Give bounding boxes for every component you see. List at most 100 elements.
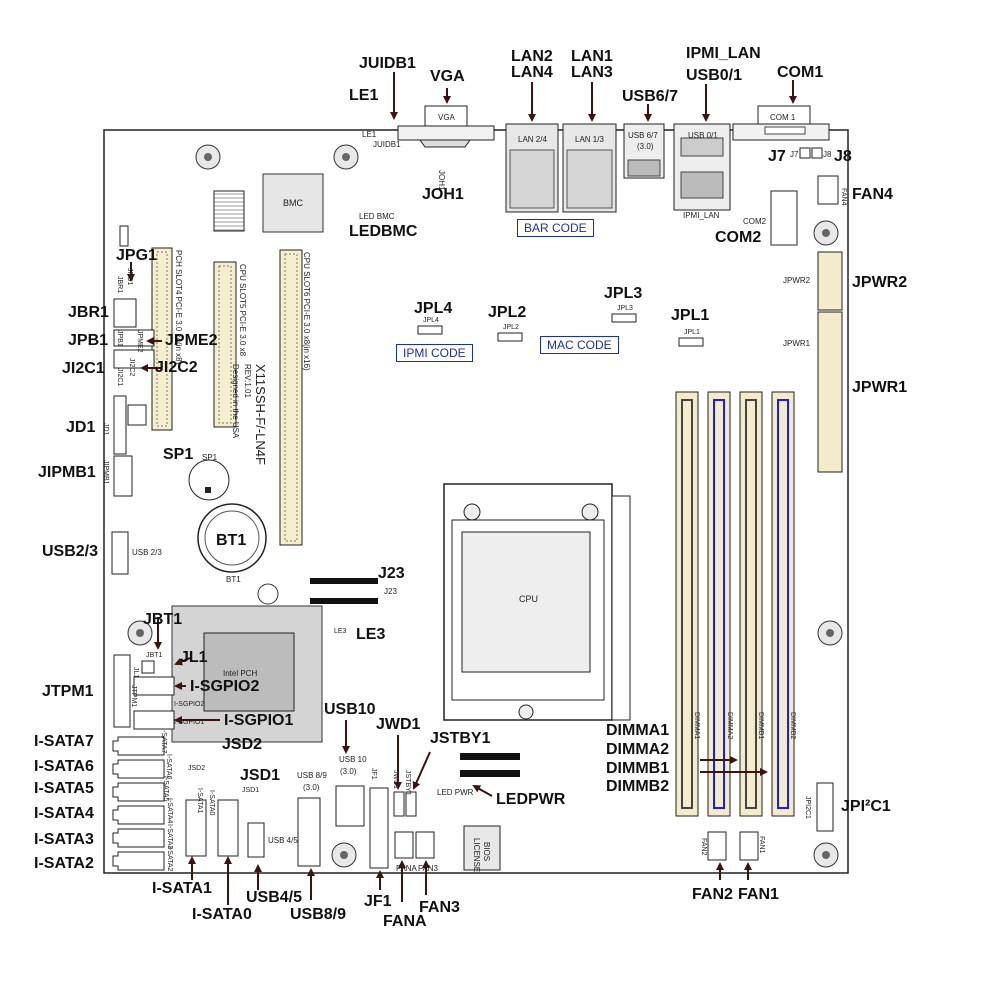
silk-vga: VGA	[438, 113, 456, 122]
com1-connector	[732, 105, 830, 141]
silk-j7: J7	[790, 150, 799, 159]
silk-isata6: I-SATA6	[165, 754, 172, 780]
label-jf1: JF1	[364, 893, 392, 910]
silk-jpwr2: JPWR2	[783, 276, 811, 285]
fan3-header	[415, 831, 435, 859]
label-jbr1: JBR1	[68, 304, 109, 321]
silk-usb23: USB 2/3	[132, 548, 162, 557]
silk-license: LICENSE	[472, 838, 481, 872]
silk-rev: REV:1.01	[243, 364, 252, 398]
label-usb6-7: USB6/7	[622, 88, 679, 105]
label-jd1: JD1	[66, 419, 96, 436]
ipmi-code-box: IPMI CODE	[396, 344, 473, 362]
label-jpme2: JPME2	[165, 332, 218, 349]
com2-header	[770, 190, 798, 246]
silk-isata2: I-SATA2	[166, 846, 173, 872]
usb2-3-header	[111, 531, 129, 575]
j7-jumper	[799, 147, 811, 159]
silk-juidb1: JUIDB1	[373, 140, 401, 149]
jtpm1-header	[113, 654, 131, 728]
silk-jpg1: JPG1	[126, 268, 133, 286]
silk-sp1: SP1	[202, 453, 218, 462]
label-lan2: LAN2	[511, 48, 553, 65]
label-jtpm1: JTPM1	[42, 683, 94, 700]
fana-header	[394, 831, 414, 859]
dimm-slots	[675, 391, 795, 817]
label-jsd2: JSD2	[222, 736, 263, 753]
j8-jumper	[811, 147, 823, 159]
label-le1: LE1	[349, 87, 379, 104]
silk-jpwr1: JPWR1	[783, 339, 811, 348]
silk-j8: J8	[823, 150, 832, 159]
silk-joh1: JOH1	[437, 170, 446, 191]
jpb1-jpme2-headers	[113, 329, 155, 347]
jipmb1-header	[113, 455, 133, 497]
label-le3: LE3	[356, 626, 386, 643]
silk-slot6: CPU SLOT6 PCI-E 3.0 x8(in x16)	[302, 252, 311, 371]
bios-license-sticker	[463, 825, 501, 871]
silk-usb10: USB 10	[339, 755, 367, 764]
label-fan4: FAN4	[852, 186, 893, 203]
silk-intel-pch: Intel PCH	[223, 669, 257, 678]
label-jpi2c1: JPI²C1	[841, 798, 891, 815]
label-fan3: FAN3	[419, 899, 460, 916]
bar-code-box: BAR CODE	[517, 219, 594, 237]
silk-usb89: USB 8/9	[297, 771, 327, 780]
silk-fan3: FAN3	[418, 864, 439, 873]
ledpwr-bars	[460, 753, 520, 777]
label-dimma2: DIMMA2	[606, 741, 670, 758]
label-dimma1: DIMMA1	[606, 722, 670, 739]
silk-jpi2c1: JPI2C1	[804, 796, 811, 819]
silk-slot4: PCH SLOT4 PCI-E 3.0 x4(in x8)	[174, 250, 183, 365]
silk-usb01: USB 0/1	[688, 131, 718, 140]
label-usb10: USB10	[324, 701, 376, 718]
silk-dimma1: DIMMA1	[693, 712, 700, 739]
label-com1: COM1	[777, 64, 824, 81]
silk-jf1: JF1	[370, 768, 377, 780]
bmc-memory	[213, 190, 245, 232]
label-isata5: I-SATA5	[34, 780, 94, 797]
silk-jbt1: JBT1	[146, 652, 162, 659]
silk-ipmi-lan: IPMI_LAN	[683, 211, 720, 220]
cpu-socket	[443, 483, 631, 721]
jl1-header	[141, 660, 155, 674]
silk-jsd2: JSD2	[188, 765, 205, 772]
jpl3-jumper	[611, 313, 637, 323]
fan4-header	[817, 175, 839, 205]
usb4-5-header	[247, 822, 265, 858]
label-juidb1: JUIDB1	[359, 55, 416, 72]
silk-usb89v: (3.0)	[303, 783, 320, 792]
label-jpb1: JPB1	[68, 332, 109, 349]
silk-lan13: LAN 1/3	[575, 135, 604, 144]
lan1-3-connector	[562, 123, 617, 213]
silk-jtpm1: JTPM1	[130, 685, 137, 707]
silk-bios: BIOS	[482, 842, 491, 861]
silk-dimmb1: DIMMB1	[757, 712, 764, 739]
label-lan3: LAN3	[571, 64, 613, 81]
silk-usb45: USB 4/5	[268, 836, 298, 845]
silk-jwd1: JWD1	[392, 770, 399, 789]
silk-jpme2: JPME2	[136, 330, 143, 353]
label-jbt1: JBT1	[143, 611, 183, 628]
jpwr2-connector	[817, 251, 843, 311]
label-com2: COM2	[715, 229, 762, 246]
silk-jpb1: JPB1	[116, 330, 123, 347]
jpi2c1-header	[816, 782, 834, 832]
intel-pch-chip	[203, 632, 295, 712]
speaker-sp1	[188, 459, 230, 501]
m2-j23-connector	[310, 578, 378, 604]
jbr1-header	[113, 298, 137, 328]
silk-fan2: FAN2	[700, 838, 707, 856]
mac-code-box: MAC CODE	[540, 336, 619, 354]
jpl1-jumper	[678, 337, 704, 347]
label-sp1: SP1	[163, 446, 194, 463]
silk-ledbmc: LED BMC	[359, 212, 395, 221]
ji2c-headers	[113, 349, 155, 369]
label-isata4: I-SATA4	[34, 805, 94, 822]
silk-le3: LE3	[334, 628, 347, 635]
jpl2-jumper	[497, 332, 523, 342]
label-bt1: BT1	[216, 532, 247, 549]
silk-jd1: JD1	[102, 423, 109, 436]
label-usb0-1: USB0/1	[686, 67, 743, 84]
